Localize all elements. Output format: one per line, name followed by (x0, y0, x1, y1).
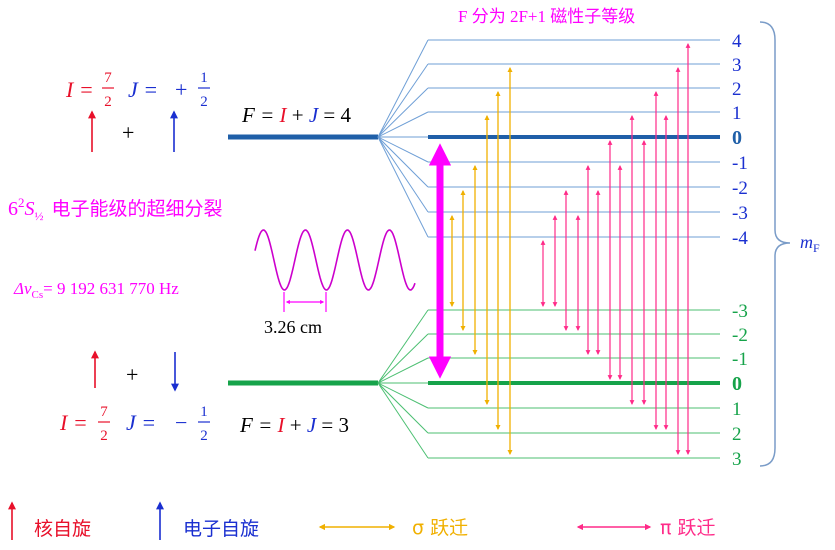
lower-J-label: J = (126, 410, 156, 435)
lower-fan-line (377, 382, 429, 409)
lower-mF-label: -1 (732, 349, 748, 370)
lower-I-den: 2 (100, 428, 108, 444)
lower-mF-label: 0 (732, 373, 742, 395)
upper-mF-label: -1 (732, 153, 748, 174)
lower-fan-line (377, 333, 429, 384)
upper-fan-line (377, 39, 429, 138)
lower-fan-line (377, 309, 429, 384)
upper-mF-label: 2 (732, 79, 742, 100)
upper-fan-line (377, 63, 429, 138)
mF-label: mF (800, 232, 820, 255)
upper-mF-label: 3 (732, 55, 742, 76)
upper-I-num: 7 (104, 70, 112, 86)
lower-fan-line (377, 382, 429, 459)
title: F 分为 2F+1 磁性子等级 (458, 7, 635, 26)
upper-J-den: 2 (200, 94, 208, 110)
lower-mF-label: 3 (732, 449, 742, 470)
legend-electron-label: 电子自旋 (183, 518, 259, 540)
legend-nuclear-label: 核自旋 (34, 518, 91, 540)
upper-fan-line (377, 136, 429, 213)
lower-J-num: 1 (200, 404, 208, 420)
lower-fan-line (377, 382, 429, 434)
upper-mF-label: -3 (732, 203, 748, 224)
upper-fan-line (377, 87, 429, 138)
upper-mF-label: 1 (732, 103, 742, 124)
lower-I-label: I = (59, 410, 88, 435)
upper-F-equation: F = I + J = 4 (241, 103, 352, 127)
transitions (449, 43, 691, 456)
lower-spin-labels: I = 7 2 J = − 1 2 (59, 404, 210, 444)
upper-J-num: 1 (200, 70, 208, 86)
upper-mF-label: 4 (732, 31, 742, 52)
upper-fan-line (377, 136, 429, 238)
upper-sublevels: 4 3 2 1 0 -1 -2 -3 -4 (377, 31, 748, 249)
upper-J-label: J = (128, 77, 158, 102)
legend-pi-label: π 跃迁 (660, 517, 715, 539)
microwave-wave (254, 229, 416, 291)
upper-mF-label: -2 (732, 178, 748, 199)
lower-mF-label: -3 (732, 301, 748, 322)
upper-J-sign: + (175, 77, 187, 102)
upper-fan-line (377, 111, 429, 138)
lower-mF-label: -2 (732, 325, 748, 346)
lower-plus: + (126, 362, 138, 387)
frequency-label: ΔνCs= 9 192 631 770 Hz (13, 279, 179, 301)
upper-I-den: 2 (104, 94, 112, 110)
upper-I-label: I = (65, 77, 94, 102)
lower-F-equation: F = I + J = 3 (239, 413, 349, 437)
lower-mF-label: 2 (732, 424, 742, 445)
upper-fan-line (377, 136, 429, 188)
upper-mF-label: 0 (732, 127, 742, 149)
lower-I-num: 7 (100, 404, 108, 420)
upper-mF-label: -4 (732, 228, 748, 249)
mF-brace (759, 21, 791, 467)
wavelength-label: 3.26 cm (264, 317, 322, 337)
legend-sigma-label: σ 跃迁 (412, 517, 468, 539)
upper-plus: + (122, 120, 134, 145)
lower-J-den: 2 (200, 428, 208, 444)
lower-fan-line (377, 357, 429, 384)
upper-spin-labels: I = 7 2 J = + 1 2 + (65, 70, 210, 145)
lower-sublevels: -3 -2 -1 0 1 2 3 (377, 301, 748, 470)
upper-fan-line (377, 136, 429, 163)
lower-mF-label: 1 (732, 399, 742, 420)
lower-J-sign: − (175, 410, 187, 435)
